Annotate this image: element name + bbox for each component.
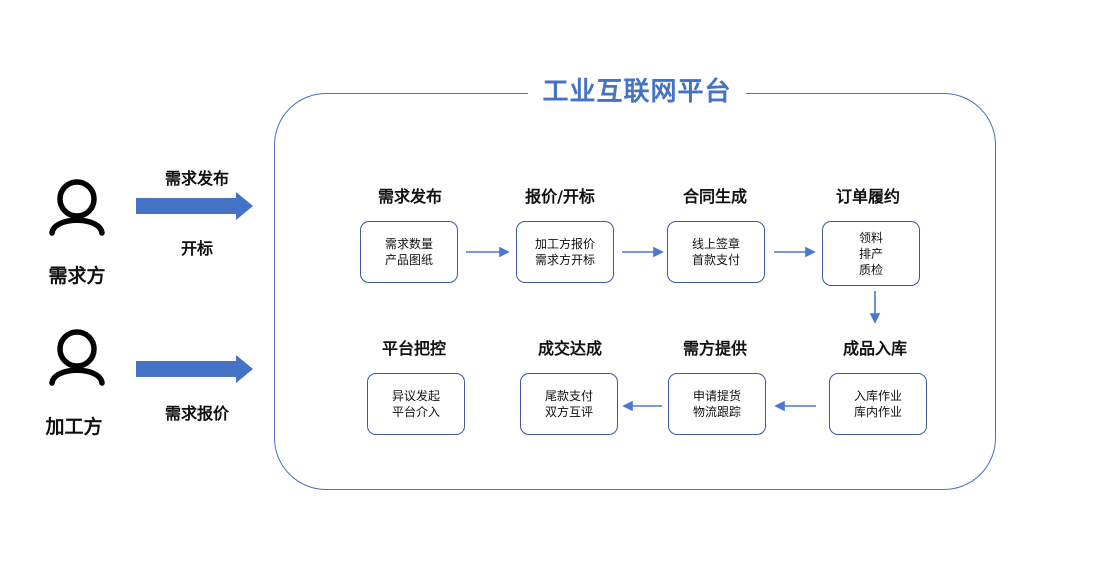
flow-arrow-left [622, 400, 662, 412]
stage-line: 需求方开标 [534, 253, 595, 267]
stage-line: 入库作业 [853, 389, 902, 403]
stage-line: 质检 [858, 262, 883, 277]
stage-line: 尾款支付 [544, 389, 593, 403]
stage-title-warehousing: 成品入库 [842, 339, 907, 358]
stage-line: 首款支付 [691, 253, 740, 267]
stage-title-deal: 成交达成 [537, 339, 602, 358]
flow-arrow-down [869, 291, 881, 324]
stage-title-demand-publish: 需求发布 [377, 187, 442, 206]
stage-line: 产品图纸 [384, 253, 433, 267]
stage-line: 线上签章 [691, 237, 740, 251]
stage-line: 排产 [858, 246, 883, 261]
person-icon [49, 329, 105, 386]
stage-line: 双方互评 [544, 405, 593, 419]
actor-label-processor: 加工方 [45, 416, 103, 438]
stage-title-contract: 合同生成 [682, 187, 747, 206]
stage-title-quote-bid: 报价/开标 [525, 187, 595, 206]
flow-arrow-right [466, 246, 510, 258]
stage-line: 领料 [858, 230, 883, 245]
stage-box-quote-bid: 加工方报价 需求方开标 [516, 221, 614, 283]
stage-box-fulfillment: 领料 排产 质检 [822, 221, 920, 286]
stage-box-contract: 线上签章 首款支付 [667, 221, 765, 283]
person-icon [49, 179, 105, 236]
arrow-label-quote: 需求报价 [164, 404, 229, 423]
stage-box-supply: 申请提货 物流跟踪 [668, 373, 766, 435]
stage-line: 物流跟踪 [692, 405, 741, 419]
stage-title-fulfillment: 订单履约 [835, 187, 900, 206]
stage-line: 平台介入 [391, 405, 440, 419]
flow-arrow-right [774, 246, 816, 258]
big-arrow-right [136, 192, 253, 220]
actor-label-demand: 需求方 [48, 265, 106, 287]
stage-line: 异议发起 [391, 389, 440, 403]
arrow-label-demand-publish: 需求发布 [164, 169, 229, 188]
stage-box-demand-publish: 需求数量 产品图纸 [360, 221, 458, 283]
stage-title-supply: 需方提供 [682, 339, 747, 358]
stage-line: 申请提货 [692, 389, 741, 403]
stage-box-platform-control: 异议发起 平台介入 [367, 373, 465, 435]
big-arrow-right [136, 355, 253, 383]
stage-box-deal: 尾款支付 双方互评 [520, 373, 618, 435]
flow-arrow-right [622, 246, 664, 258]
stage-box-warehousing: 入库作业 库内作业 [829, 373, 927, 435]
stage-line: 加工方报价 [534, 237, 595, 251]
stage-line: 需求数量 [384, 237, 433, 251]
arrow-label-bid-open: 开标 [180, 239, 213, 258]
flow-arrow-left [774, 400, 816, 412]
platform-title: 工业互联网平台 [528, 72, 746, 112]
stage-title-platform-control: 平台把控 [381, 339, 446, 358]
stage-line: 库内作业 [853, 405, 902, 419]
